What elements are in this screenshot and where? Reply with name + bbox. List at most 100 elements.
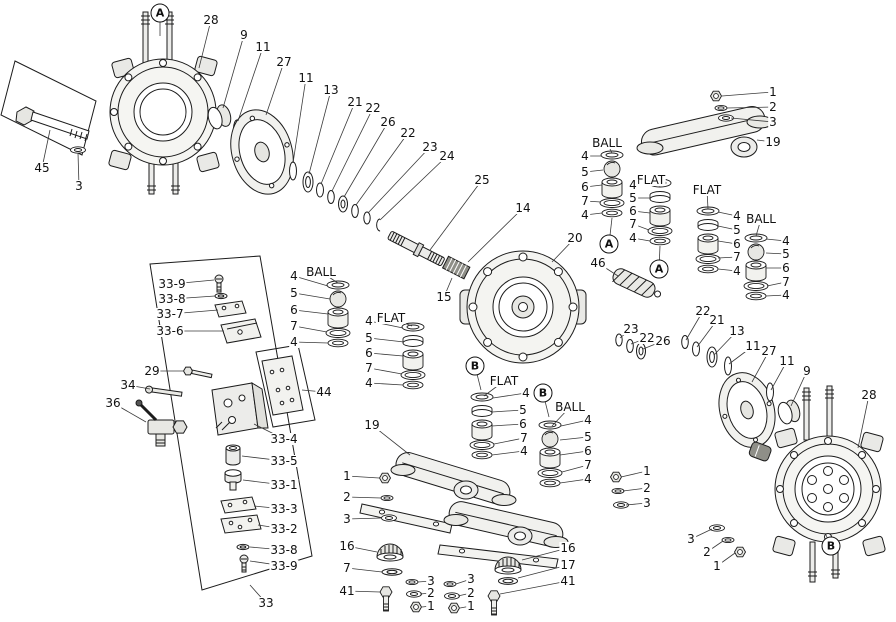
callout-23: 23: [622, 322, 640, 336]
washer-fastener: [714, 104, 728, 112]
callout-26: 26: [379, 115, 397, 129]
callout-21: 21: [708, 313, 726, 327]
callout-2: 2: [702, 545, 712, 559]
washer-11: [766, 382, 774, 402]
callout-BALL: BALL: [305, 265, 337, 279]
ball-valve-36: [135, 399, 188, 447]
callout-33-7: 33-7: [155, 307, 185, 321]
nut-fastener: [447, 602, 461, 614]
top-right-manifold-19: [636, 106, 774, 158]
callout-25: 25: [473, 173, 491, 187]
callout-3: 3: [768, 115, 778, 129]
callout-33-8: 33-8: [157, 292, 187, 306]
callout-3: 3: [642, 496, 652, 510]
washer-11: [724, 356, 732, 376]
callout-14: 14: [514, 201, 532, 215]
callout-5: 5: [364, 331, 374, 345]
callout-22: 22: [638, 331, 656, 345]
callout-4: 4: [732, 264, 742, 278]
bumper: [748, 441, 772, 462]
callout-22: 22: [399, 126, 417, 140]
callout-23: 23: [421, 140, 439, 154]
valve-stacks-layer: [325, 150, 769, 488]
washer-23: [615, 333, 623, 347]
callout-33-5: 33-5: [269, 454, 299, 468]
screw-33-9: [214, 274, 224, 293]
air-valve-assembly-box-33: [135, 255, 316, 591]
callout-33-4: 33-4: [269, 432, 299, 446]
callout-46: 46: [589, 256, 607, 270]
washer-fastener: [611, 487, 625, 495]
callout-33-3: 33-3: [269, 502, 299, 516]
callout-41: 41: [559, 574, 577, 588]
coupling-spring-14: [441, 255, 471, 280]
callout-4: 4: [781, 234, 791, 248]
muffler-16-left: [376, 543, 404, 576]
callout-3: 3: [74, 179, 84, 193]
callout-21: 21: [346, 95, 364, 109]
callout-4: 4: [519, 444, 529, 458]
callout-28: 28: [860, 388, 878, 402]
left-pump-housing-28: [108, 11, 220, 195]
valve-stack-ball-3: [743, 233, 769, 301]
callout-BALL: BALL: [591, 136, 623, 150]
right-pump-housing-28: [772, 385, 886, 583]
callout-26: 26: [654, 334, 672, 348]
callout-41: 41: [338, 584, 356, 598]
callout-1: 1: [768, 85, 778, 99]
retaining-clip-24: [376, 218, 381, 232]
callout-4: 4: [628, 231, 638, 245]
callout-9: 9: [239, 28, 249, 42]
shaft-25: [387, 231, 445, 266]
callout-4: 4: [289, 335, 299, 349]
fasteners-layer: [70, 90, 747, 616]
callout-9: 9: [802, 364, 812, 378]
callout-33: 33: [257, 596, 275, 610]
callout-28: 28: [202, 13, 220, 27]
bolt-45: [15, 106, 90, 142]
callout-4: 4: [628, 178, 638, 192]
callout-7: 7: [289, 319, 299, 333]
bolt-down-fastener: [487, 590, 501, 616]
callout-1: 1: [642, 464, 652, 478]
washer-lg-fastener: [381, 514, 397, 522]
callout-7: 7: [519, 431, 529, 445]
callout-4: 4: [583, 413, 593, 427]
callout-7: 7: [364, 361, 374, 375]
callout-2: 2: [466, 586, 476, 600]
ring-22: [327, 190, 335, 204]
ring-22: [351, 204, 359, 218]
piston-plate-9: [777, 399, 801, 425]
callout-4: 4: [521, 386, 531, 400]
callout-4: 4: [364, 376, 374, 390]
callout-3: 3: [686, 532, 696, 546]
callout-3: 3: [426, 574, 436, 588]
callout-33-9: 33-9: [269, 559, 299, 573]
washer-33-8b: [236, 543, 250, 551]
washer-fastener: [380, 494, 394, 502]
callout-27: 27: [760, 344, 778, 358]
callout-34: 34: [119, 378, 137, 392]
ring-22: [626, 339, 634, 353]
callout-5: 5: [580, 165, 590, 179]
callout-6: 6: [583, 444, 593, 458]
callout-1: 1: [426, 599, 436, 613]
plate-33-3: [220, 496, 257, 514]
washer-lg-fastener: [709, 524, 725, 532]
callout-BALL: BALL: [745, 212, 777, 226]
washer-11: [289, 161, 297, 181]
callout-3: 3: [466, 572, 476, 586]
bottom-manifold-1: [359, 452, 517, 534]
piston-plate-9: [207, 104, 232, 130]
piston-33-1: [224, 469, 242, 491]
diaphragm-27: [718, 372, 776, 448]
callout-7: 7: [732, 250, 742, 264]
washer-lg-fastener: [406, 590, 422, 598]
valve-stack-flat-1: [647, 178, 673, 246]
callout-29: 29: [143, 364, 161, 378]
gasket-33-7: [214, 300, 247, 318]
callout-6: 6: [289, 303, 299, 317]
callout-45: 45: [33, 161, 51, 175]
